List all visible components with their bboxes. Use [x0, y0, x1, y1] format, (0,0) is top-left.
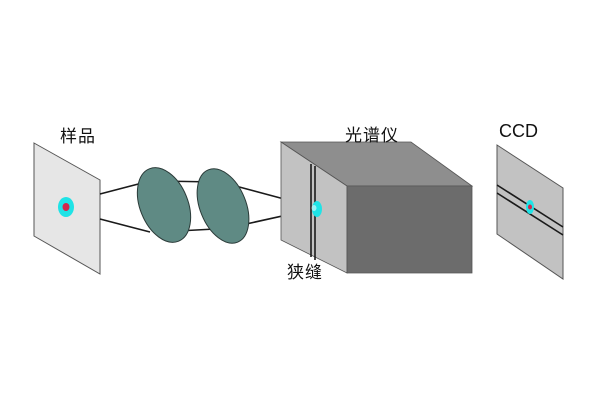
spectrometer-side-face — [346, 185, 473, 274]
label-slit: 狭缝 — [287, 263, 323, 283]
slit-spot-icon — [311, 201, 322, 217]
lens-2-icon — [196, 168, 250, 244]
label-sample: 样品 — [60, 127, 96, 147]
ccd-spot-icon — [526, 200, 534, 214]
label-spectrometer: 光谱仪 — [345, 126, 399, 146]
label-ccd: CCD — [499, 121, 538, 141]
sample-spot-icon — [58, 197, 74, 217]
lens-1-icon — [136, 167, 192, 243]
ray-lower-1 — [99, 218, 151, 233]
